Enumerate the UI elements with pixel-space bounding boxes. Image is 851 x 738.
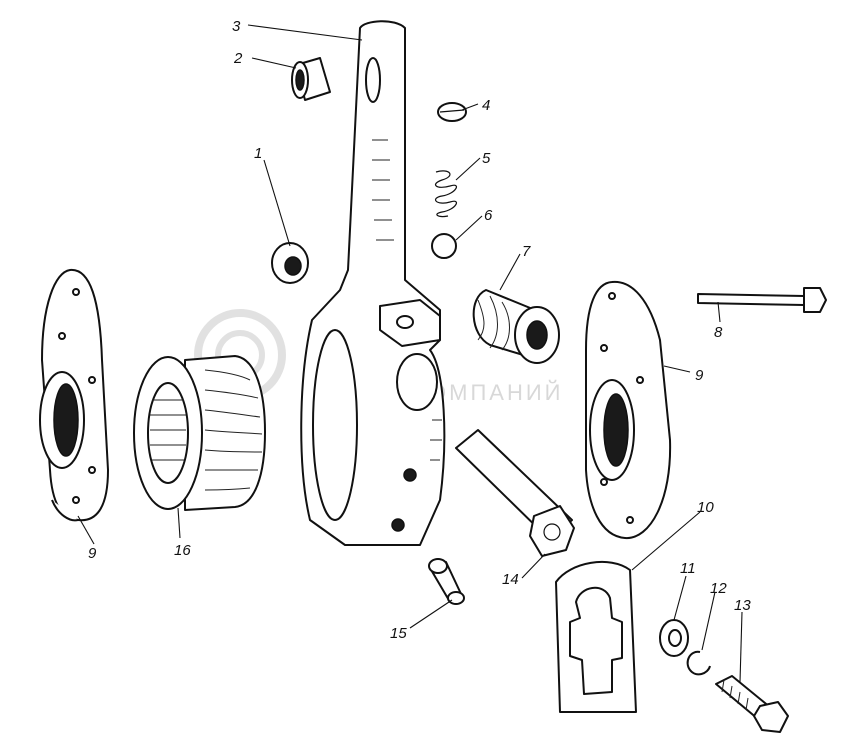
callout-13: 13 [734, 597, 751, 614]
leader-lines [77, 24, 743, 683]
part-7-worm [472, 289, 560, 364]
callout-14: 14 [502, 571, 519, 588]
part-3-lever-arm [300, 20, 446, 546]
part-13-bolt [715, 675, 789, 733]
part-11-washer [659, 619, 689, 657]
part-15-screw [428, 558, 465, 605]
part-5-spring [434, 170, 458, 218]
callout-3: 3 [232, 18, 241, 35]
part-4-screw-head [437, 102, 467, 122]
part-1-ring [271, 242, 309, 284]
callout-15: 15 [390, 625, 407, 642]
part-9-right-plate [585, 280, 672, 540]
part-16-gear [133, 355, 266, 511]
part-6-ball [431, 233, 457, 259]
callout-10: 10 [697, 499, 714, 516]
part-10-slotted-plate [555, 560, 637, 713]
callout-5: 5 [482, 150, 491, 167]
part-2-bushing [291, 57, 331, 101]
part-8-bolt [697, 287, 827, 313]
part-12-lock-washer [686, 650, 711, 676]
callout-16: 16 [174, 542, 191, 559]
callout-4: 4 [482, 97, 490, 114]
callout-12: 12 [710, 580, 727, 597]
callout-8: 8 [714, 324, 723, 341]
callout-numbers: 3 2 4 5 6 1 7 8 9 10 11 12 13 14 15 16 9 [88, 18, 751, 642]
part-14-hex-shaft [455, 429, 575, 557]
part-9-left-plate [39, 268, 109, 522]
callout-9-left: 9 [88, 545, 97, 562]
callout-6: 6 [484, 207, 493, 224]
callout-7: 7 [522, 243, 531, 260]
callout-11: 11 [680, 560, 696, 577]
callout-1: 1 [254, 145, 262, 162]
callout-2: 2 [233, 50, 243, 67]
callout-9-right: 9 [695, 367, 704, 384]
